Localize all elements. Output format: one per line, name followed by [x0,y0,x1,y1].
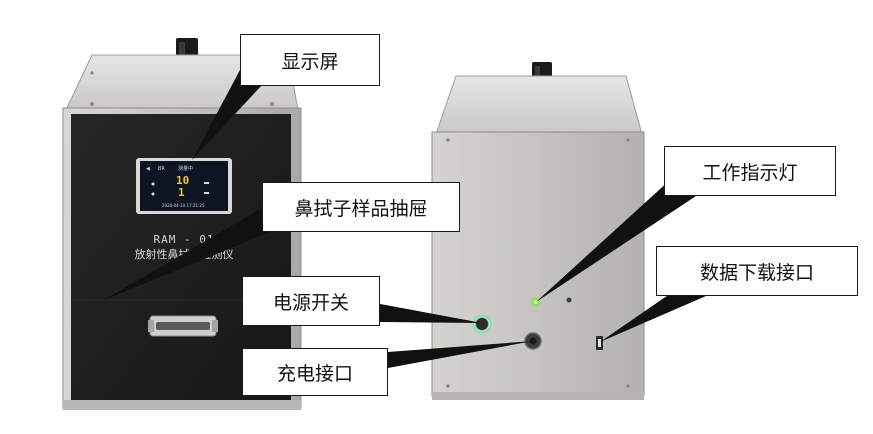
back-device-base [432,392,644,400]
screw [90,71,94,75]
leader-charge [388,341,533,368]
leader-drawer [104,208,290,300]
screw [446,138,450,142]
screen-value-1: 10 [176,174,189,187]
drawer-handle-icon[interactable] [148,315,218,337]
screw [626,384,630,388]
screw [446,384,450,388]
leader-display [192,70,263,160]
back-device-body [431,131,645,397]
screw [90,102,94,106]
callout-data-port: 数据下载接口 [656,246,858,296]
screw [626,138,630,142]
device-model-label: RAM - 01 [154,233,215,246]
power-button-icon[interactable] [472,314,492,334]
callout-drawer: 鼻拭子样品抽屉 [262,182,460,232]
usb-port-icon[interactable] [596,336,603,350]
callout-power-switch: 电源开关 [242,276,380,326]
screen-icon [204,182,209,184]
display-screen: ◀ BR 测量中 10 1 2020-04-10 17:21:25 [136,158,232,214]
screen-header-title: 测量中 [178,165,193,172]
screen-icon [151,182,155,186]
screen-header-left: ◀ [146,166,150,172]
screen-icon [151,192,155,196]
back-device-top [435,75,643,135]
front-device-base [63,400,301,410]
screen-footer: 2020-04-10 17:21:25 [162,203,205,208]
vent-hole [566,297,572,303]
screen-value-2: 1 [178,186,185,199]
callout-display: 显示屏 [240,34,380,86]
screen-header-mid: BR [158,166,165,172]
callout-work-indicator: 工作指示灯 [664,146,836,196]
screen-icon [204,192,209,194]
screw [270,102,274,106]
callout-charge-port: 充电接口 [242,348,388,396]
leader-power [380,304,482,323]
leader-indicator [536,180,696,302]
